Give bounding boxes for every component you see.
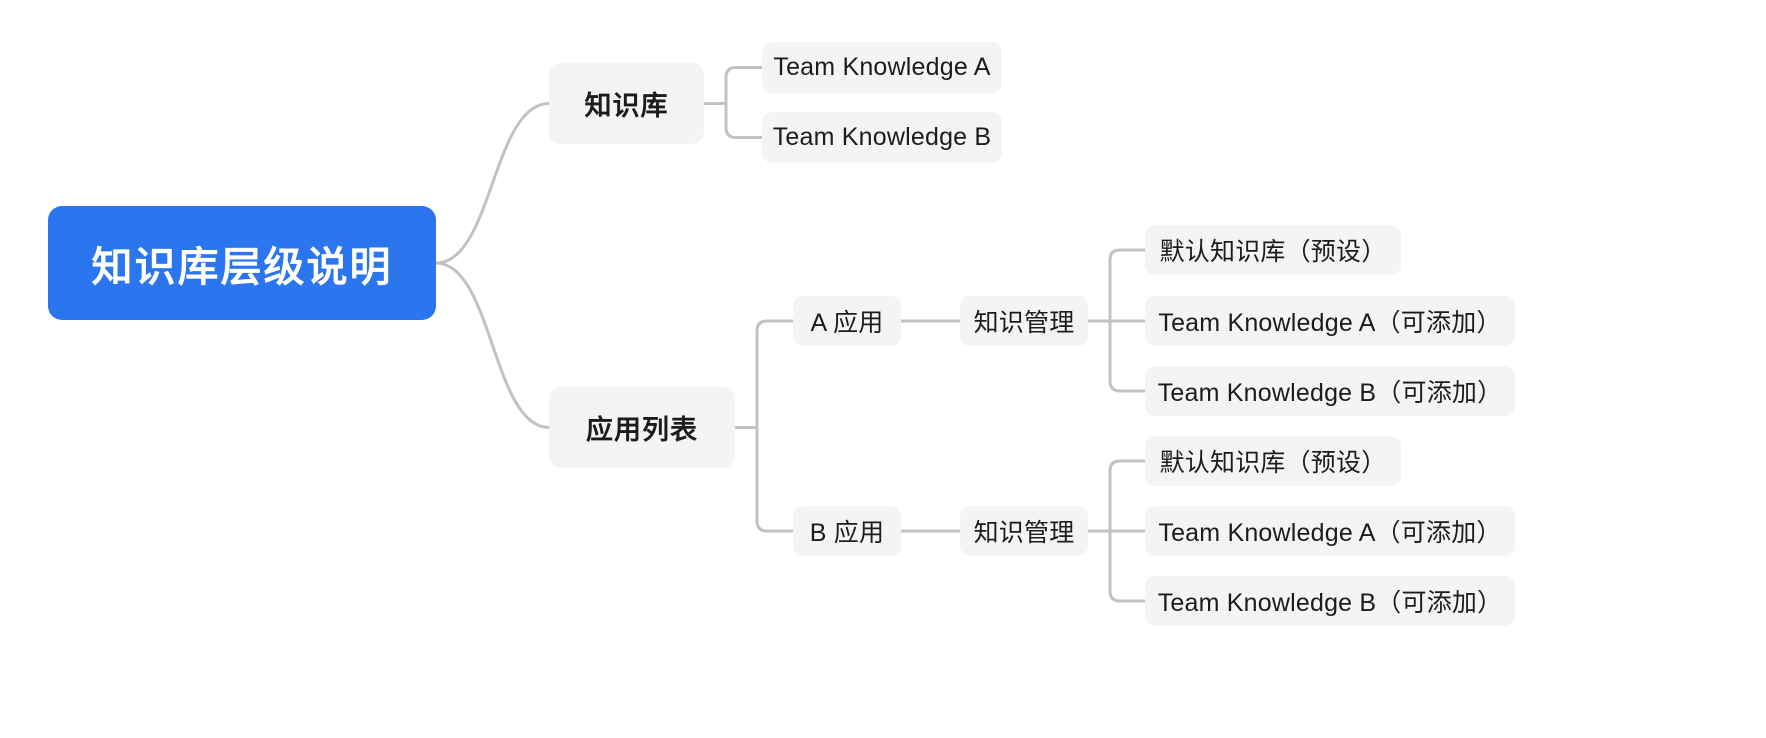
edge-b-应用-km-0-branch-2 bbox=[1108, 529, 1147, 603]
mindmap-node-默认知识库-预设[interactable]: 默认知识库（预设） bbox=[1145, 436, 1401, 486]
mindmap-node-team-knowledge-a-可添加[interactable]: Team Knowledge A（可添加） bbox=[1145, 506, 1515, 556]
edge-a-应用-km-0-branch-2 bbox=[1108, 319, 1147, 393]
edge-知识库-branch-0 bbox=[724, 66, 764, 105]
mindmap-node-a-应用[interactable]: A 应用 bbox=[793, 296, 901, 346]
edge-b-应用-km-0-branch-0 bbox=[1108, 459, 1147, 533]
mindmap-node-team-knowledge-b-可添加[interactable]: Team Knowledge B（可添加） bbox=[1145, 366, 1515, 416]
mindmap-node-默认知识库-预设[interactable]: 默认知识库（预设） bbox=[1145, 225, 1401, 275]
mindmap-node-team-knowledge-b[interactable]: Team Knowledge B bbox=[762, 112, 1002, 163]
edge-应用列表-branch-0 bbox=[755, 319, 795, 429]
mindmap-node-team-knowledge-a-可添加[interactable]: Team Knowledge A（可添加） bbox=[1145, 296, 1515, 346]
mindmap-node-应用列表[interactable]: 应用列表 bbox=[549, 387, 735, 468]
edge-应用列表-branch-1 bbox=[755, 426, 795, 533]
edge-root-to-知识库 bbox=[434, 102, 551, 265]
edge-root-to-应用列表 bbox=[434, 261, 551, 429]
mindmap-node-team-knowledge-a[interactable]: Team Knowledge A bbox=[762, 42, 1002, 93]
edge-a-应用-km-0-branch-0 bbox=[1108, 248, 1147, 323]
mindmap-node-team-knowledge-b-可添加[interactable]: Team Knowledge B（可添加） bbox=[1145, 576, 1515, 626]
edge-知识库-branch-1 bbox=[724, 102, 764, 139]
mindmap-node-知识管理[interactable]: 知识管理 bbox=[960, 506, 1088, 556]
mindmap-node-b-应用[interactable]: B 应用 bbox=[793, 506, 901, 556]
mindmap-node-知识库[interactable]: 知识库 bbox=[549, 63, 704, 144]
mindmap-node-知识管理[interactable]: 知识管理 bbox=[960, 296, 1088, 346]
mindmap-node-知识库层级说明[interactable]: 知识库层级说明 bbox=[48, 206, 436, 320]
